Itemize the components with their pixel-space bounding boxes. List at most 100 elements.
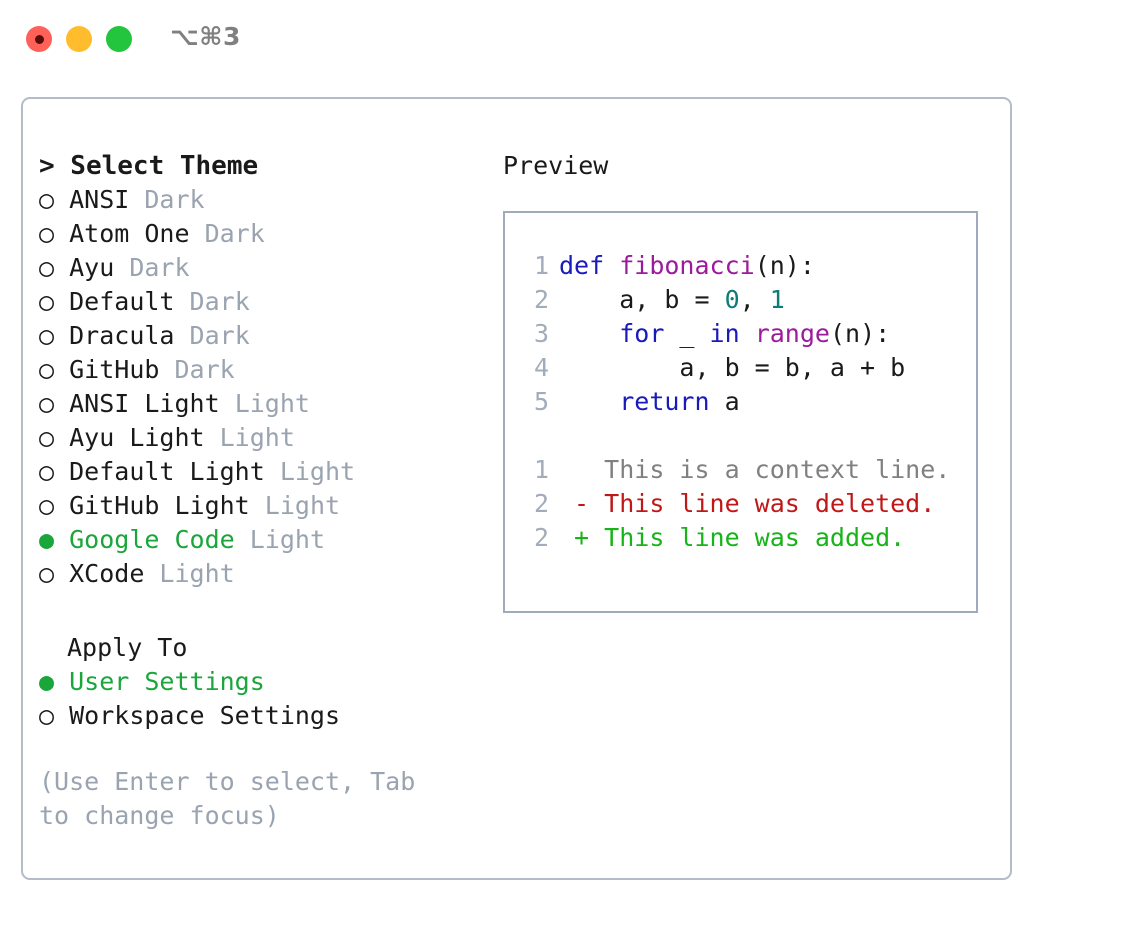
diff-marker	[559, 455, 589, 484]
code-token	[559, 319, 619, 348]
code-line: 5 return a	[505, 385, 976, 419]
code-token: in	[709, 319, 740, 348]
radio-unselected-icon: ○	[39, 491, 55, 520]
theme-option-label: Atom One	[54, 219, 190, 248]
code-token	[740, 319, 755, 348]
theme-option-label: ANSI	[54, 185, 130, 214]
theme-option-default-light[interactable]: ○ Default Light Light	[39, 455, 479, 489]
code-token: fibonacci	[619, 251, 755, 280]
theme-option-variant: Light	[204, 423, 295, 452]
theme-option-variant: Light	[264, 457, 356, 486]
theme-options-list[interactable]: ○ ANSI Dark○ Atom One Dark○ Ayu Dark○ De…	[39, 183, 479, 591]
radio-unselected-icon: ○	[39, 559, 55, 588]
theme-option-label: ANSI Light	[54, 389, 220, 418]
code-token: 1	[769, 285, 785, 314]
code-token: a	[709, 387, 740, 416]
theme-option-default[interactable]: ○ Default Dark	[39, 285, 479, 319]
theme-option-variant: Light	[219, 389, 310, 418]
apply-to-option-label: User Settings	[54, 667, 265, 696]
theme-option-label: Default	[54, 287, 175, 316]
preview-heading: Preview	[503, 151, 609, 180]
theme-selector-panel: > Select Theme ○ ANSI Dark○ Atom One Dar…	[21, 97, 1012, 880]
line-number: 5	[533, 387, 549, 416]
radio-unselected-icon: ○	[39, 423, 55, 452]
code-token: for	[619, 319, 665, 348]
radio-selected-icon: ●	[39, 667, 55, 696]
radio-unselected-icon: ○	[39, 253, 55, 282]
theme-option-variant: Dark	[114, 253, 190, 282]
code-token	[604, 251, 619, 280]
close-button[interactable]	[26, 26, 52, 52]
apply-to-option-user-settings[interactable]: ● User Settings	[39, 665, 479, 699]
keyboard-shortcut-label: ⌥⌘3	[170, 22, 241, 51]
radio-unselected-icon: ○	[39, 701, 55, 730]
line-number: 2	[533, 523, 549, 552]
theme-option-dracula[interactable]: ○ Dracula Dark	[39, 319, 479, 353]
diff-text: This is a context line.	[589, 455, 951, 484]
code-token: def	[559, 251, 605, 280]
traffic-lights	[26, 26, 132, 52]
theme-option-label: GitHub Light	[54, 491, 250, 520]
line-number: 1	[533, 251, 549, 280]
diff-line: 1 This is a context line.	[505, 453, 976, 487]
line-number: 1	[533, 455, 549, 484]
diff-marker: +	[559, 523, 590, 552]
theme-option-variant: Dark	[174, 321, 250, 350]
theme-option-label: Default Light	[54, 457, 265, 486]
radio-unselected-icon: ○	[39, 355, 55, 384]
code-token: _	[664, 319, 710, 348]
code-token: (n):	[754, 251, 815, 280]
theme-option-ayu-light[interactable]: ○ Ayu Light Light	[39, 421, 479, 455]
line-number: 2	[533, 489, 549, 518]
theme-option-label: Ayu Light	[54, 423, 205, 452]
code-line: 2 a, b = 0, 1	[505, 283, 976, 317]
theme-option-label: Google Code	[54, 525, 235, 554]
theme-option-variant: Dark	[174, 287, 250, 316]
code-line: 4 a, b = b, a + b	[505, 351, 976, 385]
minimize-button[interactable]	[66, 26, 92, 52]
code-token: a, b =	[559, 285, 725, 314]
diff-line: 2 + This line was added.	[505, 521, 976, 555]
line-number: 4	[533, 353, 549, 382]
diff-sample: 1 This is a context line.2 - This line w…	[505, 453, 976, 555]
code-line: 1 def fibonacci(n):	[505, 249, 976, 283]
theme-option-github[interactable]: ○ GitHub Dark	[39, 353, 479, 387]
theme-option-variant: Dark	[189, 219, 265, 248]
theme-option-variant: Dark	[159, 355, 235, 384]
zoom-button[interactable]	[106, 26, 132, 52]
theme-option-label: Dracula	[54, 321, 175, 350]
code-token: a, b = b, a + b	[559, 353, 906, 382]
code-diff-spacer	[505, 419, 976, 453]
code-token	[559, 387, 619, 416]
theme-option-label: GitHub	[54, 355, 160, 384]
theme-option-github-light[interactable]: ○ GitHub Light Light	[39, 489, 479, 523]
code-token: ,	[739, 285, 770, 314]
theme-option-variant: Light	[249, 491, 341, 520]
code-token: return	[619, 387, 710, 416]
theme-option-ansi-light[interactable]: ○ ANSI Light Light	[39, 387, 479, 421]
code-line: 3 for _ in range(n):	[505, 317, 976, 351]
section-spacer	[39, 591, 479, 631]
theme-option-ansi[interactable]: ○ ANSI Dark	[39, 183, 479, 217]
diff-marker: -	[559, 489, 590, 518]
diff-text: This line was added.	[589, 523, 906, 552]
theme-option-atom-one[interactable]: ○ Atom One Dark	[39, 217, 479, 251]
theme-list-column: > Select Theme ○ ANSI Dark○ Atom One Dar…	[39, 149, 479, 833]
diff-text: This line was deleted.	[589, 489, 936, 518]
theme-option-ayu[interactable]: ○ Ayu Dark	[39, 251, 479, 285]
code-token: (n):	[829, 319, 891, 348]
radio-unselected-icon: ○	[39, 389, 55, 418]
theme-option-label: Ayu	[54, 253, 115, 282]
apply-to-option-workspace-settings[interactable]: ○ Workspace Settings	[39, 699, 479, 733]
theme-option-google-code[interactable]: ● Google Code Light	[39, 523, 479, 557]
radio-unselected-icon: ○	[39, 457, 55, 486]
theme-option-xcode[interactable]: ○ XCode Light	[39, 557, 479, 591]
radio-unselected-icon: ○	[39, 287, 55, 316]
apply-to-options-list[interactable]: ● User Settings○ Workspace Settings	[39, 665, 479, 733]
apply-to-heading: Apply To	[67, 633, 188, 662]
title-bar: ⌥⌘3	[0, 0, 1140, 78]
theme-option-variant: Dark	[129, 185, 205, 214]
radio-selected-icon: ●	[39, 525, 55, 554]
